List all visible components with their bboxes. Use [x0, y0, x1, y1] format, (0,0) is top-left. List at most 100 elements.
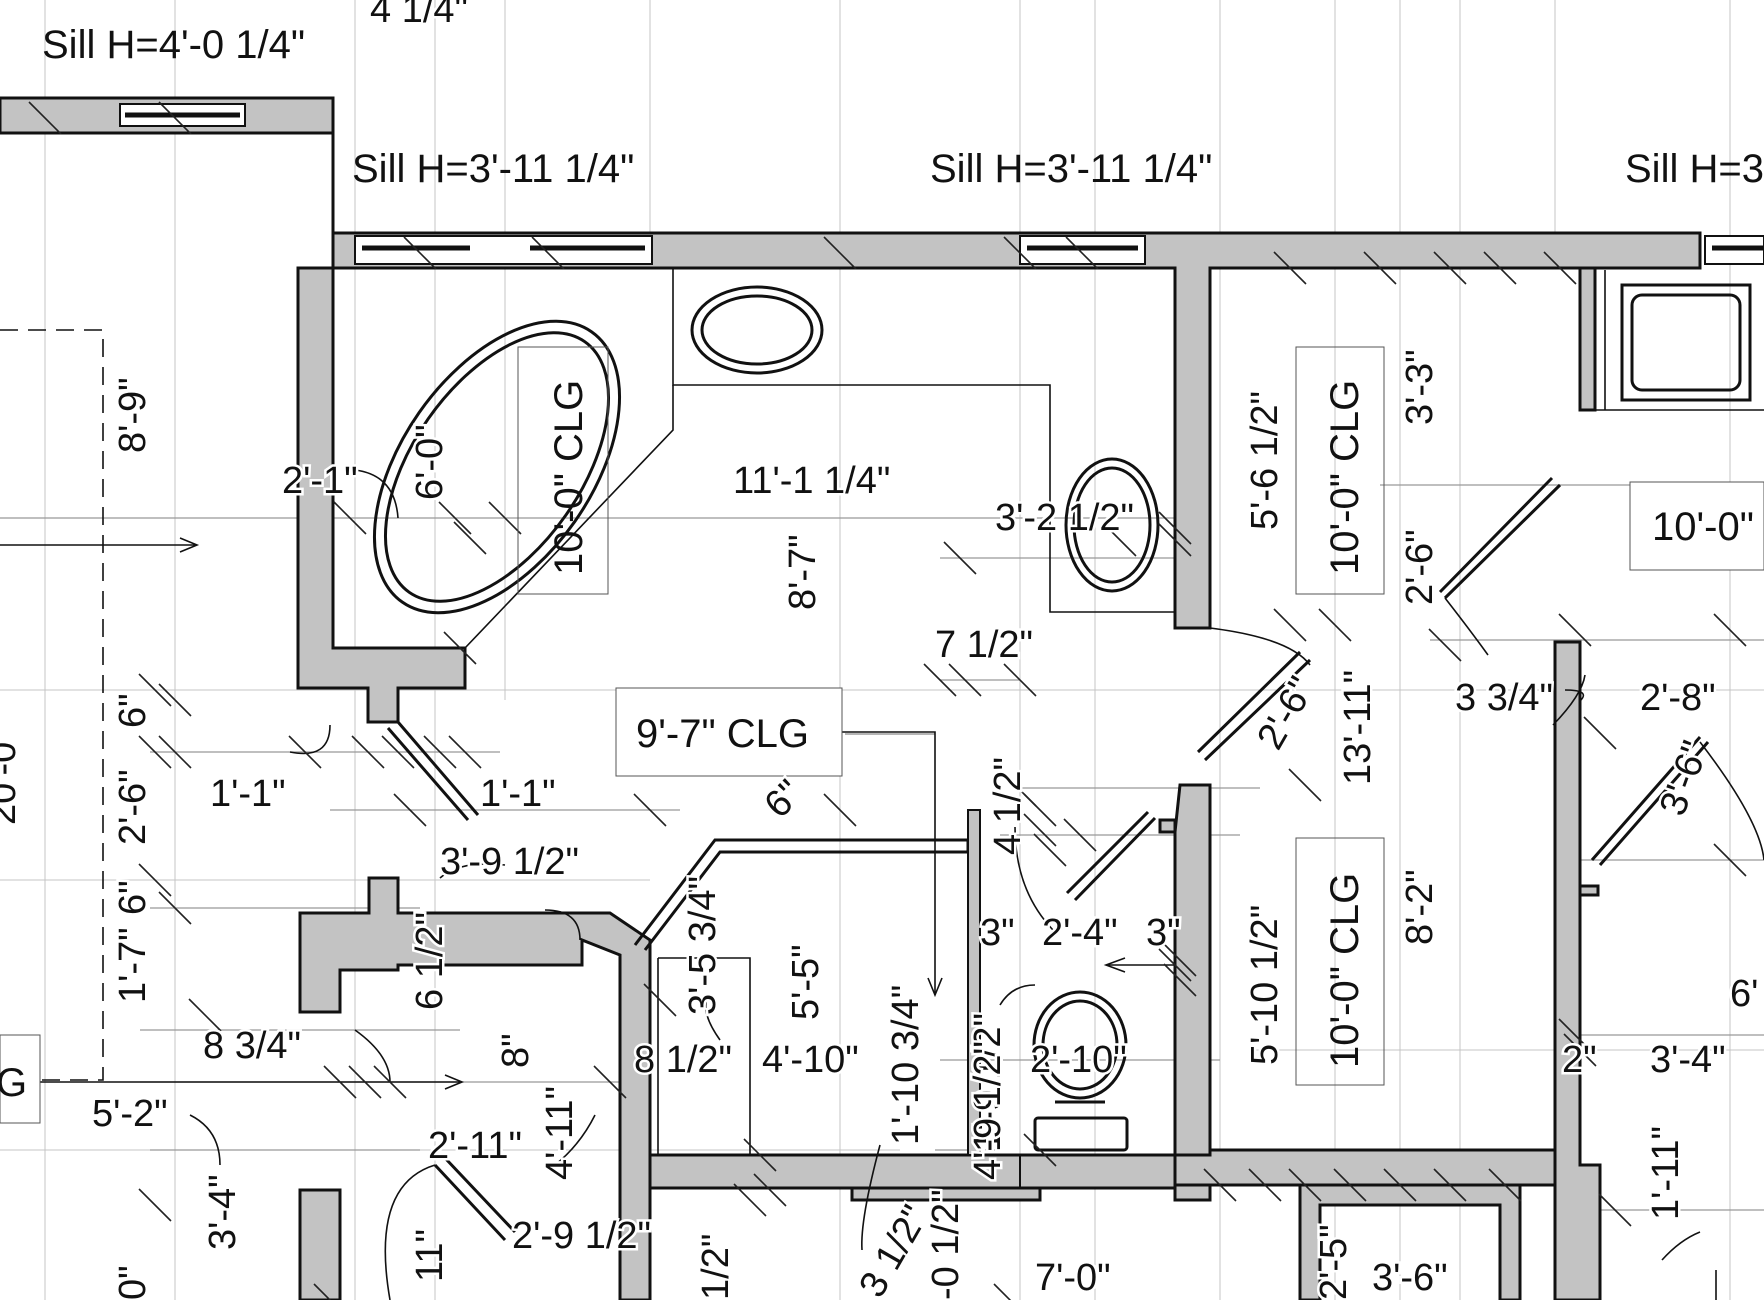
dimension-tick — [643, 983, 677, 1017]
dimension-tick — [348, 1065, 382, 1099]
dimension-label: 1'-10 3/4" — [885, 985, 927, 1145]
dimension-tick — [1363, 251, 1397, 285]
dimension-tick — [373, 1065, 407, 1099]
ceiling-label: 10'-0" CLG — [1323, 380, 1367, 575]
dimension-tick — [1318, 608, 1352, 642]
dimension-label: -0 1/2" — [925, 1189, 967, 1300]
dimension-label: 2'-6" — [112, 769, 154, 845]
dimension-label: 4'-10" — [762, 1039, 859, 1081]
dimension-label: 8 3/4" — [203, 1025, 301, 1067]
dimension-tick — [1003, 663, 1037, 697]
dimension-tick — [1033, 833, 1067, 867]
dimension-label: 3" — [980, 912, 1015, 954]
sill-label: Sill H=4'-0 1/4" — [42, 23, 305, 67]
dimension-label: 8'-2" — [1399, 869, 1441, 945]
dimension-tick — [453, 521, 487, 555]
dimension-label: 2'-5" — [1313, 1224, 1355, 1300]
dimension-tick — [1333, 1168, 1367, 1202]
dimension-tick — [593, 1065, 627, 1099]
dimension-ticks — [28, 101, 1747, 1300]
dimension-tick — [1558, 1018, 1592, 1052]
dimension-label: 1'-1" — [480, 773, 556, 815]
dimension-tick — [531, 236, 565, 270]
dimension-tick — [948, 663, 982, 697]
dimension-tick — [351, 735, 385, 769]
dimension-label: 5'-5" — [785, 944, 827, 1020]
dimension-label: 6'-0" — [409, 424, 451, 500]
dimension-label: 1'-7" — [112, 927, 154, 1003]
dimension-tick — [288, 735, 322, 769]
dimension-tick — [1713, 843, 1747, 877]
dimension-label: 0" — [112, 1265, 154, 1300]
ceiling-label: 9'-7" CLG — [636, 712, 809, 756]
dimension-label: 4'-9 1/2" — [967, 1041, 1009, 1180]
dimension-lines — [0, 484, 1764, 1211]
dimension-label: 1'-9 1/2" — [967, 1013, 1009, 1152]
partition-walls — [633, 809, 1021, 1188]
dimension-tick — [393, 793, 427, 827]
dimension-label: 11'-1 1/4" — [733, 460, 890, 502]
dimension-tick — [438, 501, 472, 535]
dimension-tick — [1163, 943, 1197, 977]
ceiling-label: 10'-0" CLG — [1323, 873, 1367, 1068]
dimension-label: 3'-3" — [1399, 349, 1441, 425]
dimension-tick — [1288, 768, 1322, 802]
dimension-tick — [1023, 1133, 1057, 1167]
ceiling-label: G — [0, 1061, 27, 1105]
dimension-label: 2'-9 1/2" — [512, 1215, 651, 1257]
dimension-tick — [1203, 1168, 1237, 1202]
dimension-tick — [1428, 628, 1462, 662]
windows — [119, 103, 1764, 265]
dimension-label: 3'-4" — [1650, 1039, 1726, 1081]
dimension-label: 3 3/4" — [1455, 677, 1553, 719]
dimension-tick — [1158, 511, 1192, 545]
dimension-tick — [333, 501, 367, 535]
dimension-tick — [1598, 1193, 1632, 1227]
sink-oval-right — [1064, 457, 1160, 593]
dimension-label: 3'-6" — [1372, 1257, 1448, 1299]
dimension-tick — [1583, 716, 1617, 750]
dimension-label: 6 1/2" — [409, 912, 451, 1010]
dimension-tick — [1158, 523, 1192, 557]
dimension-label: 1'-1" — [210, 773, 286, 815]
ceiling-label: 10'-0" CLG — [547, 380, 591, 575]
dimension-tick — [28, 101, 62, 135]
dimension-tick — [1433, 251, 1467, 285]
toilet — [1032, 990, 1129, 1152]
appliance-box — [1620, 283, 1752, 402]
dimension-tick — [138, 863, 172, 897]
dimension-tick — [158, 735, 192, 769]
dimension-label: 20'-0" — [0, 728, 24, 825]
dimension-tick — [1713, 613, 1747, 647]
dimension-tick — [993, 1283, 1012, 1300]
dimension-tick — [313, 1283, 332, 1300]
dimension-tick — [1483, 251, 1517, 285]
dimension-tick — [1488, 1168, 1522, 1202]
dimension-tick — [1248, 1168, 1282, 1202]
bathtub — [372, 319, 622, 615]
dimension-tick — [188, 998, 222, 1032]
dimension-label: 3'-4" — [202, 1174, 244, 1250]
dimension-tick — [943, 541, 977, 575]
dimension-tick — [158, 891, 192, 925]
dimension-tick — [381, 735, 415, 769]
dimension-tick — [743, 1138, 777, 1172]
sill-label: Sill H=3 — [1625, 147, 1764, 191]
dimension-label: 2'-4" — [1042, 912, 1118, 954]
dimension-tick — [733, 1183, 767, 1217]
dimension-label: 2'-10" — [1030, 1039, 1127, 1081]
dimension-label: 3'-5 3/4" — [682, 876, 724, 1015]
dimension-tick — [1063, 818, 1097, 852]
dimension-tick — [138, 735, 172, 769]
ceiling-label: 10'-0" — [1652, 505, 1754, 549]
dimension-tick — [323, 1065, 357, 1099]
dimension-label: 8'-9" — [112, 377, 154, 453]
dimension-tick — [923, 663, 957, 697]
dimension-label: 1'-11" — [1645, 1126, 1687, 1220]
dimension-label: 2'-8" — [1640, 677, 1716, 719]
sill-label: Sill H=3'-11 1/4" — [930, 147, 1212, 191]
dimension-tick — [423, 735, 457, 769]
walls — [0, 96, 1702, 1300]
dimension-tick — [443, 631, 477, 665]
